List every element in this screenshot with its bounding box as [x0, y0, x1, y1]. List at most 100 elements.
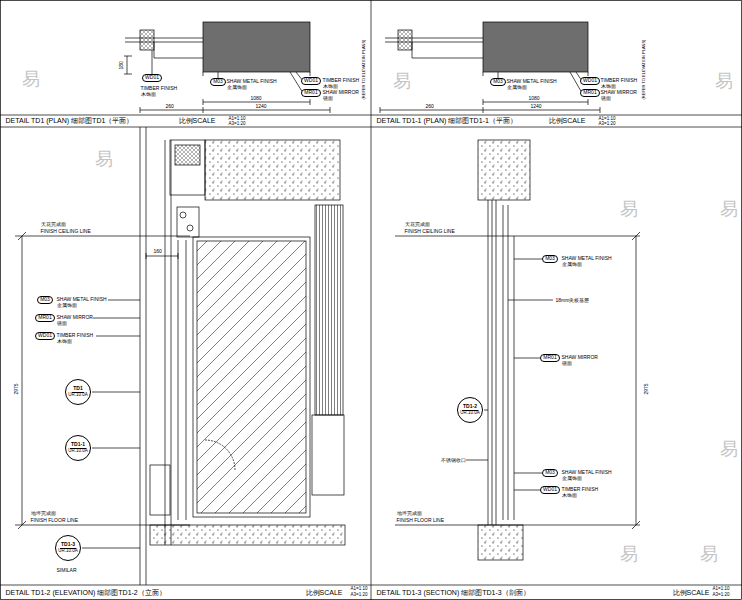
level-note-cn: 天花完成面	[404, 222, 430, 227]
section-marker: TD1-1UR.10.0A	[65, 435, 92, 462]
callout-bubble: M03	[210, 78, 227, 87]
level-note: FINISH FLOOR LINE	[30, 518, 79, 523]
panel-title: DETAIL TD1-3 (SECTION) 细部图TD1-3（剖面）	[376, 589, 530, 596]
finish-note-cn: 金属饰面	[56, 303, 77, 308]
finish-note: TIMBER FINISH	[561, 487, 599, 492]
callout-code: MR01	[543, 355, 556, 361]
callout-bubble: MR01	[35, 314, 55, 323]
finish-note: SHAW MIRROR	[56, 315, 93, 320]
finish-note-cn: 金属饰面	[561, 262, 582, 267]
sheet-reference: UR.10.0A	[58, 549, 78, 554]
dimension: 1080	[528, 96, 540, 101]
material-note: 不锈钢收口	[440, 458, 466, 463]
callout-code: MR01	[38, 315, 51, 321]
finish-note-cn: 金属饰面	[561, 476, 582, 481]
watermark: 易	[22, 70, 40, 88]
scale-value: A1=1:10	[228, 117, 246, 122]
callout-bubble: WD01	[540, 486, 561, 495]
dimension: 1240	[530, 104, 542, 109]
callout-code: WD01	[543, 487, 557, 493]
scale-label: 比例SCALE	[305, 589, 343, 596]
dimension: 2975	[644, 383, 649, 395]
watermark: 易	[620, 200, 638, 218]
callout-bubble: WD01	[35, 332, 56, 341]
finish-note: TIMBER FINISH	[322, 78, 360, 83]
finish-note: SHAW METAL FINISH	[56, 297, 107, 302]
dimension: 1080	[250, 96, 262, 101]
callout-code: MR01	[583, 90, 596, 96]
callout-code: WD01	[583, 78, 597, 84]
dimension: 1240	[255, 104, 267, 109]
finish-note: TIMBER FINISH	[56, 333, 94, 338]
finish-note: SHAW METAL FINISH	[226, 79, 277, 84]
callout-code: WD01	[145, 75, 159, 81]
sheet-reference: UR.10.0A	[68, 393, 88, 398]
level-note-cn: 天花完成面	[40, 222, 66, 227]
section-marker: TD1-2UR.10.0A	[457, 397, 484, 424]
finish-note-cn: 木饰面	[140, 92, 156, 97]
level-note: FINISH CEILING LINE	[404, 229, 455, 234]
reference-note: (REFER TO ELEVATION PLANS)	[362, 39, 366, 100]
callout-bubble: WD01	[580, 77, 601, 86]
dimension: 160	[153, 249, 162, 254]
finish-note-cn: 木饰面	[600, 84, 616, 89]
watermark: 易	[700, 545, 718, 563]
finish-note-cn: 镜面	[322, 96, 333, 101]
scale-value: A3=1:20	[598, 122, 616, 127]
dimension: 2975	[14, 383, 19, 395]
panel-title: DETAIL TD1-2 (ELEVATION) 细部图TD1-2（立面）	[5, 589, 166, 596]
callout-bubble: MR01	[540, 354, 560, 363]
watermark: 易	[720, 200, 738, 218]
callout-code: M03	[213, 79, 223, 85]
dimension: 260	[425, 104, 434, 109]
scale-label: 比例SCALE	[178, 117, 216, 124]
section-marker: TD1-3UR.10.0A	[55, 535, 82, 562]
watermark: 易	[715, 72, 733, 90]
panel-title: DETAIL TD1 (PLAN) 细部图TD1（平面）	[5, 117, 134, 124]
watermark: 易	[620, 545, 638, 563]
finish-note-cn: 木饰面	[322, 84, 338, 89]
scale-value: A1=1:10	[350, 587, 368, 592]
callout-bubble: M03	[542, 469, 559, 478]
scale-value: A3=1:20	[228, 122, 246, 127]
callout-code: MR01	[304, 90, 317, 96]
watermark: 易	[720, 440, 738, 458]
level-note-cn: 地坪完成面	[30, 511, 56, 516]
finish-note: TIMBER FINISH	[140, 86, 178, 91]
finish-note-cn: 镜面	[600, 96, 611, 101]
callout-code: M03	[545, 470, 555, 476]
callout-code: M03	[545, 256, 555, 262]
material-note: 18mm夹板基层	[555, 298, 590, 303]
similar-note: SIMILAR	[56, 568, 77, 573]
finish-note-cn: 镜面	[56, 321, 67, 326]
callout-code: WD01	[38, 333, 52, 339]
scale-label: 比例SCALE	[548, 117, 586, 124]
callout-bubble: WD01	[142, 74, 163, 83]
finish-note-cn: 木饰面	[56, 339, 72, 344]
callout-bubble: MR01	[301, 89, 321, 98]
scale-value: A3=1:20	[350, 593, 368, 598]
level-note: FINISH CEILING LINE	[40, 229, 91, 234]
callout-bubble: WD01	[301, 77, 322, 86]
section-marker: TD1UR.10.0A	[65, 379, 92, 406]
scale-value: A1=1:10	[598, 117, 616, 122]
reference-note: (REFER TO ELEVATION PLANS)	[642, 39, 646, 100]
callout-bubble: M03	[542, 255, 559, 264]
watermark: 易	[393, 72, 411, 90]
callout-bubble: MR01	[580, 89, 600, 98]
finish-note: SHAW MIRROR	[600, 90, 637, 95]
dimension: 180	[119, 61, 124, 70]
callout-code: M03	[40, 297, 50, 303]
finish-note-cn: 金属饰面	[226, 85, 247, 90]
callout-bubble: M03	[37, 296, 54, 305]
callout-code: M03	[493, 79, 503, 85]
dimension: 260	[165, 104, 174, 109]
finish-note-cn: 镜面	[561, 361, 572, 366]
scale-value: A1=1:10	[712, 587, 730, 592]
finish-note: TIMBER FINISH	[600, 78, 638, 83]
scale-value: A3=1:20	[712, 593, 730, 598]
level-note: FINISH FLOOR LINE	[396, 518, 445, 523]
finish-note: SHAW MIRROR	[322, 90, 359, 95]
finish-note: SHAW METAL FINISH	[561, 470, 612, 475]
